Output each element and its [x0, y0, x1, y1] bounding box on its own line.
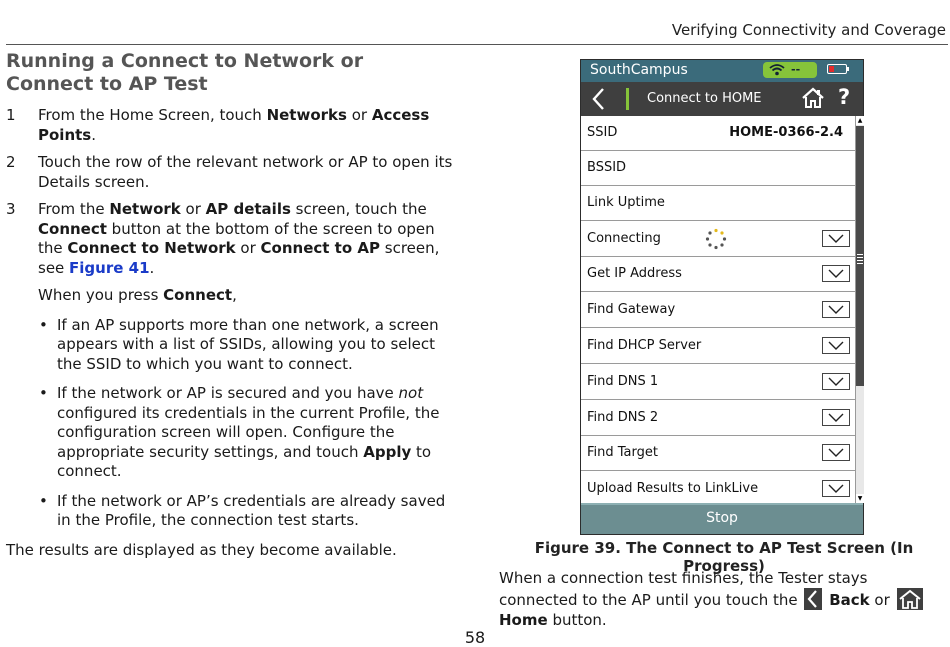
expand-button[interactable] — [822, 373, 850, 390]
when-press-text: When you press Connect, — [38, 286, 237, 304]
after-test-text: When a connection test finishes, the Tes… — [499, 568, 949, 630]
step-text: Touch the row of the relevant network or… — [38, 153, 453, 191]
section-title: Running a Connect to Network or Connect … — [6, 50, 364, 95]
bullet-dot: • — [39, 315, 48, 334]
home-icon — [802, 87, 824, 108]
chevron-down-icon — [828, 484, 844, 493]
row-label: Link Uptime — [587, 195, 665, 210]
row-label: Find DNS 2 — [587, 410, 659, 425]
instructions-column: Running a Connect to Network or Connect … — [6, 50, 456, 560]
expand-button[interactable] — [822, 230, 850, 247]
row-ssid[interactable]: SSID HOME-0366-2.4 — [581, 116, 855, 151]
step-number: 3 — [6, 200, 16, 218]
step-number: 2 — [6, 153, 16, 171]
row-upload-results[interactable]: Upload Results to LinkLive — [581, 472, 855, 503]
row-label: SSID — [587, 125, 618, 140]
figure-caption: Figure 39. The Connect to AP Test Screen… — [534, 539, 914, 575]
wifi-status-text: -- — [791, 63, 801, 76]
stop-button[interactable]: Stop — [581, 503, 863, 534]
profile-name: SouthCampus — [590, 62, 688, 78]
step-2: 2 Touch the row of the relevant network … — [6, 153, 456, 192]
expand-button[interactable] — [822, 337, 850, 354]
back-button-icon — [804, 588, 823, 610]
bullet-item: • If the network or AP’s credentials are… — [39, 491, 446, 530]
row-find-target[interactable]: Find Target — [581, 436, 855, 471]
steps-list: 1 From the Home Screen, touch Networks o… — [6, 106, 456, 531]
row-label: Get IP Address — [587, 266, 682, 281]
row-bssid[interactable]: BSSID — [581, 151, 855, 186]
chevron-down-icon — [828, 448, 844, 457]
scrollbar-thumb[interactable] — [856, 126, 864, 386]
row-label: Upload Results to LinkLive — [587, 481, 759, 496]
chevron-down-icon — [828, 269, 844, 278]
chevron-down-icon — [828, 305, 844, 314]
row-value: HOME-0366-2.4 — [729, 125, 843, 140]
row-label: Find Target — [587, 445, 658, 460]
row-connecting[interactable]: Connecting — [581, 222, 855, 257]
row-find-dns-1[interactable]: Find DNS 1 — [581, 365, 855, 400]
scrollbar[interactable]: ▲ ▼ — [855, 116, 864, 503]
bullet-item: • If the network or AP is secured and yo… — [39, 384, 440, 480]
nav-separator — [626, 88, 629, 110]
status-bar: SouthCampus -- — [581, 60, 863, 82]
bullet-dot: • — [39, 384, 48, 402]
home-button-icon — [896, 588, 923, 610]
expand-button[interactable] — [822, 265, 850, 282]
bullet-dot: • — [39, 491, 48, 510]
expand-button[interactable] — [822, 480, 850, 497]
help-button[interactable]: ? — [838, 85, 851, 109]
home-button[interactable] — [801, 86, 825, 110]
chevron-down-icon — [828, 341, 844, 350]
page-header-title: Verifying Connectivity and Coverage — [671, 21, 946, 39]
figure-41-link[interactable]: Figure 41 — [69, 258, 150, 277]
row-label: Connecting — [587, 231, 661, 246]
chevron-down-icon — [828, 377, 844, 386]
row-get-ip-address[interactable]: Get IP Address — [581, 257, 855, 292]
row-label: Find DNS 1 — [587, 374, 659, 389]
loading-spinner-icon — [705, 228, 727, 250]
row-label: Find Gateway — [587, 302, 676, 317]
header-rule — [6, 44, 948, 45]
step-number: 1 — [6, 106, 16, 124]
scroll-up-arrow-icon[interactable]: ▲ — [856, 116, 864, 125]
nav-bar: Connect to HOME-0366 ? — [581, 82, 863, 116]
row-label: Find DHCP Server — [587, 338, 702, 353]
test-steps-list: SSID HOME-0366-2.4 BSSID Link Uptime Con… — [581, 116, 855, 503]
bullet-list: • If an AP supports more than one networ… — [38, 316, 456, 531]
battery-icon — [827, 64, 849, 74]
row-find-dhcp-server[interactable]: Find DHCP Server — [581, 329, 855, 364]
back-button[interactable] — [591, 87, 605, 117]
device-screen: SouthCampus -- Connect to HOME-0366 ? SS… — [580, 59, 864, 535]
expand-button[interactable] — [822, 409, 850, 426]
step-3: 3 From the Network or AP details screen,… — [6, 200, 456, 531]
bullet-item: • If an AP supports more than one networ… — [39, 315, 439, 373]
expand-button[interactable] — [822, 301, 850, 318]
row-link-uptime[interactable]: Link Uptime — [581, 186, 855, 221]
step-text: From the Home Screen, touch Networks or … — [38, 106, 430, 144]
step-1: 1 From the Home Screen, touch Networks o… — [6, 106, 456, 145]
chevron-down-icon — [828, 234, 844, 243]
screen-title: Connect to HOME-0366 — [647, 91, 762, 106]
row-find-gateway[interactable]: Find Gateway — [581, 293, 855, 328]
wifi-icon — [769, 63, 785, 79]
page-number: 58 — [464, 628, 486, 647]
row-label: BSSID — [587, 160, 627, 175]
chevron-down-icon — [828, 413, 844, 422]
expand-button[interactable] — [822, 444, 850, 461]
step-text: From the Network or AP details screen, t… — [38, 200, 440, 277]
wifi-status-badge[interactable]: -- — [763, 62, 817, 78]
row-find-dns-2[interactable]: Find DNS 2 — [581, 401, 855, 436]
closing-text: The results are displayed as they become… — [6, 540, 397, 559]
scroll-down-arrow-icon[interactable]: ▼ — [856, 494, 864, 503]
